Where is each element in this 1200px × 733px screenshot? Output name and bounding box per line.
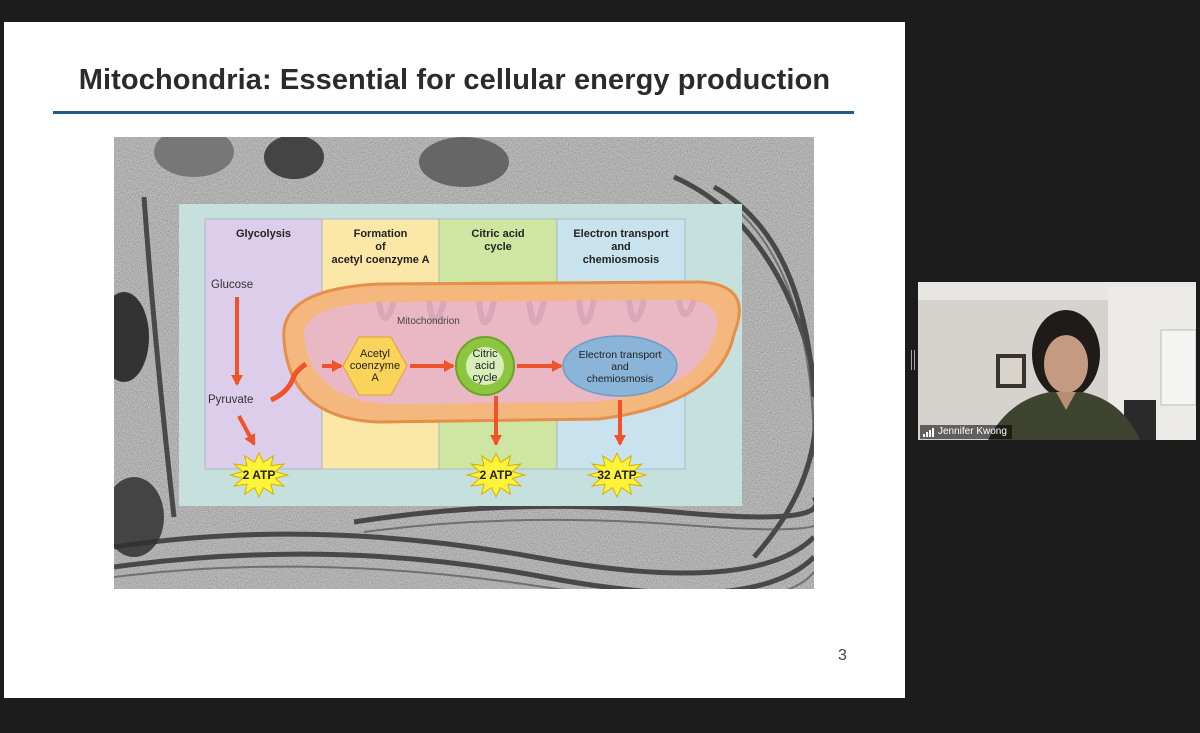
arrow-citric-to-electron — [517, 360, 563, 372]
citric-line: cycle — [472, 372, 497, 384]
participant-video-feed — [918, 282, 1196, 440]
atp-star-icon — [228, 451, 290, 499]
electron-line: and — [611, 361, 629, 373]
electron-line: Electron transport — [579, 349, 662, 361]
slide-number: 3 — [838, 647, 847, 664]
atp-star-icon — [586, 451, 648, 499]
stage-header-line: Formation — [354, 228, 408, 240]
atp-label: 2 ATP — [480, 468, 513, 482]
mitochondrion-label: Mitochondrion — [397, 316, 460, 327]
flow-arrows — [231, 297, 626, 446]
atp-label: 32 ATP — [597, 468, 636, 482]
stage-header-line: and — [611, 241, 631, 253]
arrow-acetyl-to-citric — [410, 360, 455, 372]
citric-acid-cycle-inner — [466, 347, 504, 385]
stage-header-line: cycle — [484, 241, 512, 253]
stage-header-line: Citric acid — [471, 228, 524, 240]
cristae-folds — [376, 298, 697, 326]
panel-resize-handle[interactable] — [911, 350, 915, 370]
acetyl-line: Acetyl — [360, 348, 390, 360]
stage-header-line: of — [375, 241, 386, 253]
acetyl-line: coenzyme — [350, 360, 400, 372]
participant-video-tile[interactable]: Jennifer Kwong — [918, 282, 1196, 440]
arrow-electron-to-atp — [614, 400, 626, 446]
pyruvate-label: Pyruvate — [208, 394, 253, 406]
glucose-label: Glucose — [211, 279, 253, 291]
signal-bars-icon — [923, 427, 934, 437]
atp-label: 2 ATP — [243, 468, 276, 482]
arrow-pyruvate-to-atp — [237, 415, 256, 446]
atp-burst-3: 32 ATP — [586, 451, 648, 499]
atp-star-icon — [465, 451, 527, 499]
arrow-glucose-to-pyruvate — [231, 297, 243, 386]
citric-line: Citric — [472, 348, 498, 360]
arrow-into-acetyl — [322, 360, 343, 372]
stage-header-line: acetyl coenzyme A — [331, 254, 429, 266]
participant-name: Jennifer Kwong — [938, 426, 1007, 437]
atp-burst-1: 2 ATP — [228, 451, 290, 499]
electron-line: chemiosmosis — [587, 373, 654, 385]
stage-header-line: Glycolysis — [236, 228, 291, 240]
citric-line: acid — [475, 360, 495, 372]
stage-header-1: Glycolysis — [236, 228, 291, 240]
participant-name-tag: Jennifer Kwong — [920, 425, 1012, 439]
stage-header-line: Electron transport — [573, 228, 669, 240]
stage-header-line: chemiosmosis — [583, 254, 659, 266]
acetyl-coenzyme-a-hexagon — [342, 336, 408, 396]
atp-burst-2: 2 ATP — [465, 451, 527, 499]
arrow-citric-to-atp — [490, 396, 502, 446]
arrow-pyruvate-to-mitochondrion — [269, 361, 308, 403]
acetyl-line: A — [371, 372, 379, 384]
electron-transport-oval — [562, 335, 678, 397]
title-underline — [53, 111, 854, 114]
slide-title: Mitochondria: Essential for cellular ene… — [78, 64, 831, 96]
